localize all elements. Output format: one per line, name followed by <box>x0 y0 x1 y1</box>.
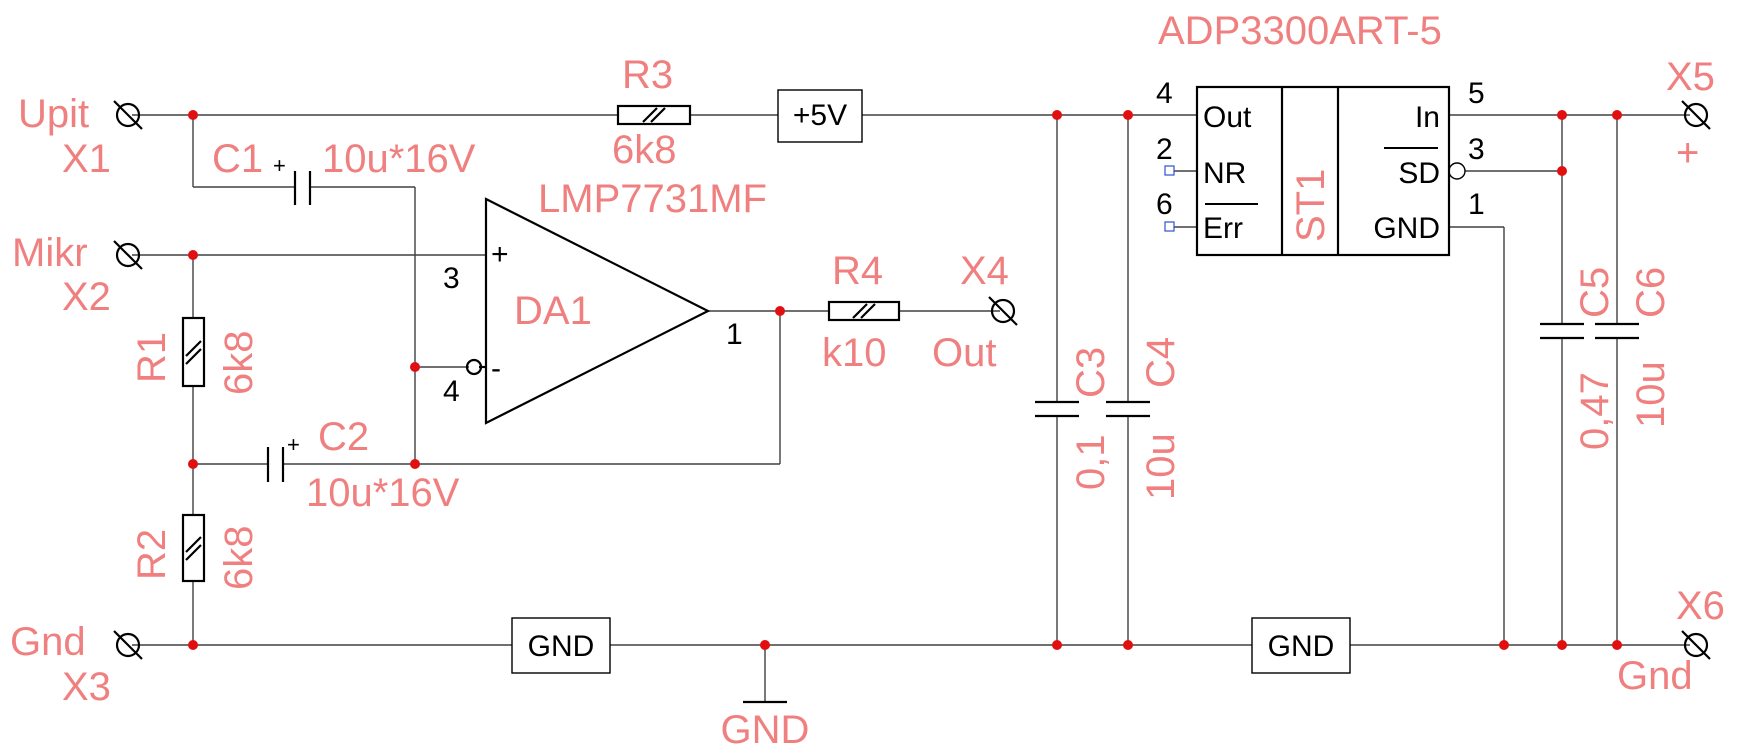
regulator-ref: ST1 <box>1289 169 1333 242</box>
terminal-x6-ref: X6 <box>1676 584 1725 628</box>
net-label-5v: +5V <box>793 99 847 132</box>
opamp-part: LMP7731MF <box>538 177 767 221</box>
c6-value: 10u <box>1629 361 1673 428</box>
gnd-box-left <box>511 617 611 674</box>
junctions <box>188 110 1622 650</box>
terminal-x3-name: Gnd <box>10 620 86 664</box>
resistor-r3-symbol <box>616 104 692 126</box>
terminal-x2-name: Mikr <box>12 231 88 275</box>
c3-value: 0,1 <box>1069 434 1113 490</box>
regulator-st1-body <box>1164 85 1466 257</box>
capacitor-c5-symbol <box>1540 322 1584 340</box>
resistor-r1-symbol <box>181 316 206 388</box>
c4-value: 10u <box>1139 433 1183 500</box>
reg-pin-gnd-label: GND <box>1373 212 1440 245</box>
gnd-box-right-label: GND <box>1268 630 1335 663</box>
gnd-symbol-label: GND <box>721 708 810 752</box>
reg-pin-sd-num: 3 <box>1468 133 1485 166</box>
terminal-x2-ref: X2 <box>62 275 111 319</box>
c4-ref: C4 <box>1139 337 1183 388</box>
resistor-r2-symbol <box>181 513 206 583</box>
terminal-x3-ref: X3 <box>62 665 111 709</box>
capacitor-c3-symbol <box>1035 400 1079 418</box>
wires <box>132 114 1690 702</box>
terminal-x6-name: Gnd <box>1617 654 1693 698</box>
c1-polarity-mark: + <box>273 153 286 178</box>
terminal-x4-ref: X4 <box>960 249 1009 293</box>
c5-value: 0,47 <box>1573 372 1617 450</box>
reg-pin-in-num: 5 <box>1468 77 1485 110</box>
capacitor-c6-symbol <box>1595 322 1639 340</box>
r4-ref: R4 <box>832 249 883 293</box>
net-label-5v-box <box>777 89 863 143</box>
terminal-x3 <box>113 630 143 660</box>
reg-pin-sd-label: SD <box>1398 157 1440 190</box>
gnd-box-right <box>1251 617 1351 674</box>
r3-value: 6k8 <box>612 128 677 172</box>
terminal-x5-ref: X5 <box>1666 55 1715 99</box>
terminal-x5-sign: + <box>1676 131 1699 175</box>
capacitor-c2-symbol <box>266 447 285 482</box>
resistor-r4-symbol <box>827 300 901 322</box>
opamp-plus-sign: + <box>491 238 509 271</box>
c3-ref: C3 <box>1069 347 1113 398</box>
terminal-x1 <box>113 100 143 130</box>
opamp-da1-symbol <box>465 197 711 425</box>
r1-value: 6k8 <box>217 331 261 396</box>
opamp-pin-out: 1 <box>726 318 743 351</box>
terminal-x1-ref: X1 <box>62 137 111 181</box>
c2-polarity-mark: + <box>287 432 300 457</box>
opamp-minus-sign: - <box>491 352 501 385</box>
terminal-x4 <box>988 296 1018 326</box>
reg-pin-out-num: 4 <box>1156 77 1173 110</box>
r2-ref: R2 <box>130 529 174 580</box>
opamp-pin-plus: 3 <box>443 262 460 295</box>
c2-ref: C2 <box>318 415 369 459</box>
regulator-part: ADP3300ART-5 <box>1158 9 1442 53</box>
c6-ref: C6 <box>1629 267 1673 318</box>
reg-pin-err-num: 6 <box>1156 188 1173 221</box>
c1-ref: C1 <box>212 137 263 181</box>
opamp-pin-minus: 4 <box>443 375 460 408</box>
reg-pin-in-label: In <box>1415 101 1440 134</box>
terminal-x6 <box>1681 630 1711 660</box>
reg-pin-nr-label: NR <box>1203 157 1246 190</box>
r3-ref: R3 <box>622 53 673 97</box>
r1-ref: R1 <box>130 332 174 383</box>
terminal-x2 <box>113 240 143 270</box>
gnd-box-left-label: GND <box>528 630 595 663</box>
capacitor-c1-symbol <box>293 171 312 205</box>
c1-value: 10u*16V <box>322 137 476 181</box>
terminal-x4-name: Out <box>932 331 996 375</box>
terminal-x5 <box>1681 100 1711 130</box>
reg-pin-nr-num: 2 <box>1156 133 1173 166</box>
reg-pin-out-label: Out <box>1203 101 1252 134</box>
c5-ref: C5 <box>1573 267 1617 318</box>
r2-value: 6k8 <box>217 526 261 591</box>
terminal-x1-name: Upit <box>18 92 89 136</box>
c2-value: 10u*16V <box>306 471 460 515</box>
reg-pin-err-label: Err <box>1203 212 1243 245</box>
reg-pin-gnd-num: 1 <box>1468 188 1485 221</box>
r4-value: k10 <box>822 331 887 375</box>
capacitor-c4-symbol <box>1106 400 1150 418</box>
opamp-ref: DA1 <box>514 289 592 333</box>
